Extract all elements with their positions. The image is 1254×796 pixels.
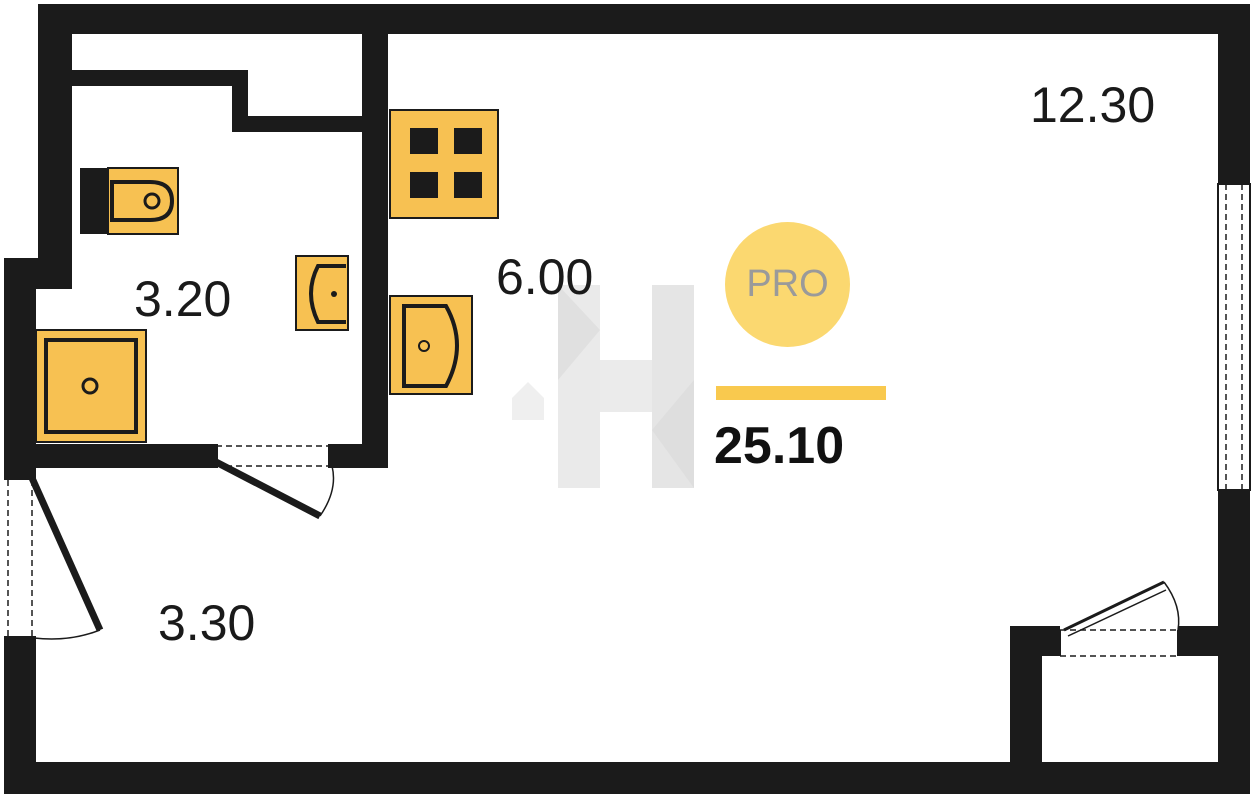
bathroom-wall-right <box>362 34 388 468</box>
balcony-wall-top-left <box>1010 626 1060 656</box>
shower-tray <box>35 329 147 443</box>
balcony-door <box>1059 580 1180 657</box>
kitchen-sink <box>389 295 473 395</box>
shaft-top <box>72 70 248 86</box>
window-right <box>1217 183 1251 491</box>
bathroom-wall-bottom-right <box>332 444 388 468</box>
bathroom-door <box>208 444 338 520</box>
total-area-label: 25.10 <box>714 417 845 475</box>
shaft-bottom <box>232 116 362 132</box>
living-area-label: 12.30 <box>1030 77 1156 133</box>
pro-badge: PRO <box>725 222 850 347</box>
wall-left-mid <box>4 258 36 468</box>
toilet <box>80 167 179 235</box>
entry-door <box>7 476 104 640</box>
bathroom-sink <box>295 255 349 331</box>
watermark-logo <box>512 285 694 488</box>
kitchen-area-label: 6.00 <box>496 249 594 305</box>
walls <box>4 4 1250 794</box>
wall-bottom <box>4 762 1250 794</box>
bathroom-wall-bottom-left <box>4 444 216 468</box>
total-area-accent-bar <box>716 386 886 400</box>
pro-badge-label: PRO <box>746 263 829 305</box>
hall-area-label: 3.30 <box>158 595 256 651</box>
bathroom-area-label: 3.20 <box>134 271 232 327</box>
wall-top <box>38 4 1250 34</box>
wall-left-lower <box>4 640 36 794</box>
stove <box>389 109 499 219</box>
wall-left-upper <box>38 4 72 289</box>
wall-right-upper <box>1218 4 1250 184</box>
balcony-wall-top-right <box>1178 626 1250 656</box>
